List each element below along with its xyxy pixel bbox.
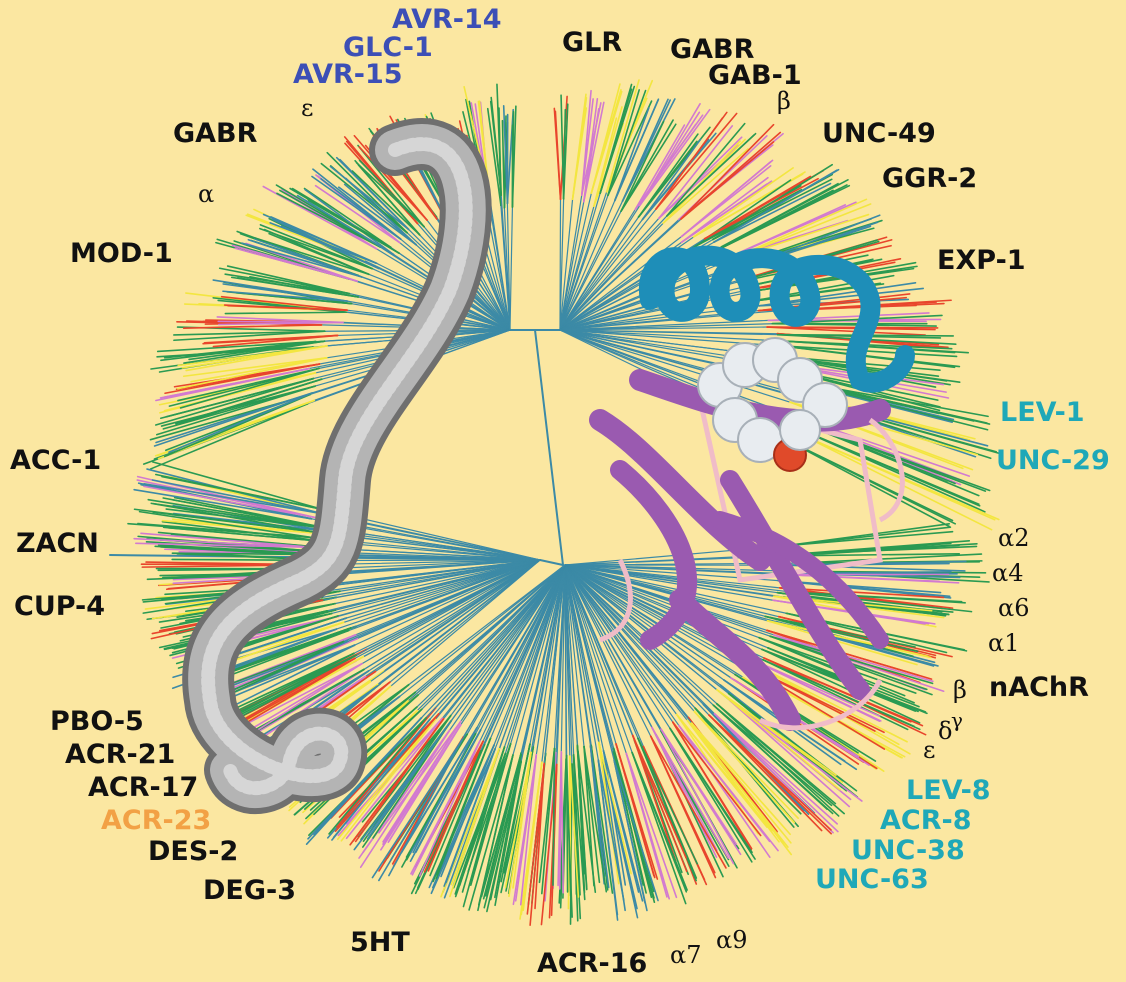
label-epsilon-top: ε [301,96,313,120]
label-cup-4: CUP-4 [14,593,105,620]
label-alpha-left: α [198,182,214,206]
nematode-worm-image [208,144,466,788]
label-alpha4: α4 [992,561,1023,585]
label-acr-17: ACR-17 [88,774,198,801]
label-gabr-top: GABR [670,36,754,63]
label-unc-29: UNC-29 [996,447,1110,474]
label-glr: GLR [562,29,622,56]
label-avr-15: AVR-15 [293,61,403,88]
label-pbo-5: PBO-5 [50,708,144,735]
label-zacn: ZACN [16,530,99,557]
label-gabr-left: GABR [173,120,257,147]
label-unc-49: UNC-49 [822,120,936,147]
label-alpha2: α2 [998,526,1029,550]
label-gab-1: GAB-1 [708,62,802,89]
label-acr-16: ACR-16 [537,950,647,977]
label-beta-top: β [777,89,791,113]
label-lev-1: LEV-1 [1000,399,1085,426]
label-beta-right: β [953,678,967,702]
label-acr-21: ACR-21 [65,741,175,768]
label-unc-38: UNC-38 [851,837,965,864]
label-acc-1: ACC-1 [10,447,101,474]
label-mod-1: MOD-1 [70,240,173,267]
label-deg-3: DEG-3 [203,877,296,904]
label-alpha6: α6 [998,596,1029,620]
label-avr-14: AVR-14 [392,6,502,33]
label-des-2: DES-2 [148,838,238,865]
label-gamma: γ [951,710,963,730]
label-exp-1: EXP-1 [937,247,1026,274]
label-ggr-2: GGR-2 [882,165,977,192]
label-acr-23: ACR-23 [101,807,211,834]
label-alpha7: α7 [670,943,701,967]
label-glc-1: GLC-1 [343,34,433,61]
label-lev-8: LEV-8 [906,777,991,804]
label-acr-8: ACR-8 [880,807,972,834]
label-alpha9: α9 [716,928,747,952]
label-nachr: nAChR [989,674,1089,701]
label-delta: δ [938,719,952,743]
protein-structure-image [600,256,905,728]
label-epsilon-right: ε [923,738,935,762]
label-unc-63: UNC-63 [815,866,929,893]
label-alpha1: α1 [988,631,1019,655]
label-5ht: 5HT [350,929,410,956]
